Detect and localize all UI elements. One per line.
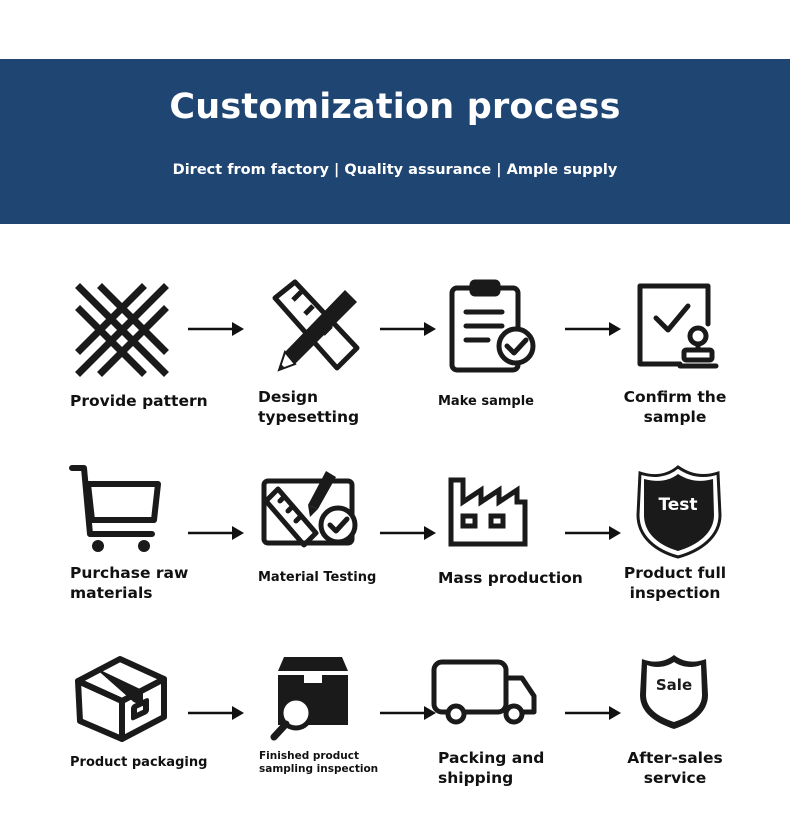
shopping-cart-icon bbox=[68, 460, 168, 560]
step-label: Product packaging bbox=[70, 755, 208, 770]
step-label: Make sample bbox=[438, 394, 534, 409]
factory-icon bbox=[447, 470, 547, 570]
badge-text: Test bbox=[658, 495, 697, 515]
pencil-ruler-icon bbox=[265, 278, 365, 378]
document-stamp-icon bbox=[630, 280, 730, 380]
arrow-right-icon bbox=[380, 321, 436, 336]
header-banner: Customization process Direct from factor… bbox=[0, 59, 790, 224]
page-subtitle: Direct from factory | Quality assurance … bbox=[172, 162, 618, 178]
arrow-right-icon bbox=[188, 321, 244, 336]
mesh-pattern-icon bbox=[72, 280, 172, 380]
badge-text: Sale bbox=[656, 676, 692, 694]
arrow-right-icon bbox=[380, 525, 436, 540]
shield-outline-icon: Sale bbox=[638, 653, 738, 753]
box-icon bbox=[74, 655, 174, 755]
truck-icon bbox=[430, 652, 540, 752]
arrow-right-icon bbox=[565, 321, 621, 336]
clipboard-check-icon bbox=[444, 278, 544, 378]
shield-badge-icon: Test bbox=[636, 465, 736, 565]
arrow-right-icon bbox=[565, 705, 621, 720]
step-label: After-sales service bbox=[627, 749, 723, 787]
step-label: Product full inspection bbox=[623, 564, 727, 602]
step-label: Material Testing bbox=[258, 570, 377, 585]
arrow-right-icon bbox=[188, 705, 244, 720]
step-label: Mass production bbox=[438, 569, 583, 587]
page-title: Customization process bbox=[169, 87, 621, 127]
step-label: Provide pattern bbox=[70, 392, 208, 410]
step-label: Confirm the sample bbox=[623, 388, 727, 426]
step-label: Purchase raw materials bbox=[70, 564, 189, 602]
arrow-right-icon bbox=[380, 705, 436, 720]
ruler-pencil-check-icon bbox=[260, 467, 360, 567]
box-magnifier-icon bbox=[268, 655, 368, 755]
arrow-right-icon bbox=[565, 525, 621, 540]
step-label: Design typesetting bbox=[258, 388, 360, 426]
step-label: Finished product sampling inspection bbox=[259, 750, 379, 775]
arrow-right-icon bbox=[188, 525, 244, 540]
step-label: Packing and shipping bbox=[438, 749, 545, 787]
